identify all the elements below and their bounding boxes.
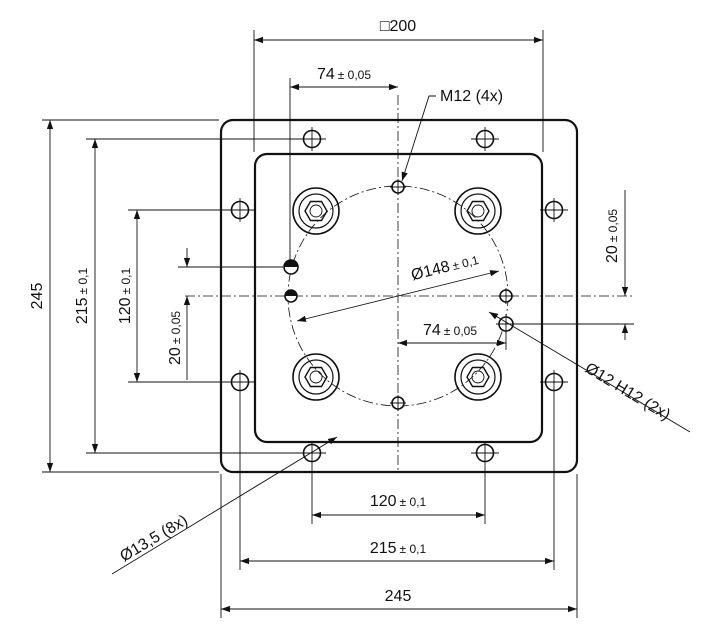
dim-label-120-left: 120± 0,1 [117, 268, 134, 325]
bolt-bosses [292, 187, 502, 401]
leader-m12 [401, 95, 436, 182]
through-hole-note: Ø13,5 (8x) [117, 512, 191, 566]
bolt-boss [292, 353, 340, 401]
leader-through-hole [111, 436, 338, 575]
inner-square-outline [253, 152, 544, 444]
m12-thread-holes [284, 179, 514, 411]
dim-label-245-bottom: 245 [385, 588, 412, 605]
dim-label-215-bottom: 215± 0,1 [370, 540, 427, 557]
leader-pin-hole [488, 311, 691, 433]
thread-note: M12 (4x) [440, 88, 503, 105]
through-holes [226, 127, 568, 465]
dim-label-74-mid: 74± 0,05 [423, 322, 477, 339]
dim-label-120-bottom: 120± 0,1 [370, 493, 427, 510]
dim-label-200: □200 [380, 18, 416, 35]
pin-holes [283, 259, 516, 334]
dim-label-215-left: 215± 0,1 [74, 268, 91, 325]
pin-hole-note: Ø12 H12 (2x) [582, 360, 673, 424]
bolt-boss [454, 353, 502, 401]
dim-line-148 [296, 270, 500, 322]
dim-label-20-right: 20± 0,05 [604, 209, 621, 263]
bolt-boss [292, 187, 340, 235]
bolt-boss [454, 187, 502, 235]
dim-label-148: Ø148± 0,1 [410, 251, 481, 284]
dim-label-245-left: 245 [29, 283, 46, 310]
dim-label-74-top: 74± 0,05 [317, 66, 371, 83]
dim-label-20-left: 20± 0,05 [167, 311, 184, 365]
